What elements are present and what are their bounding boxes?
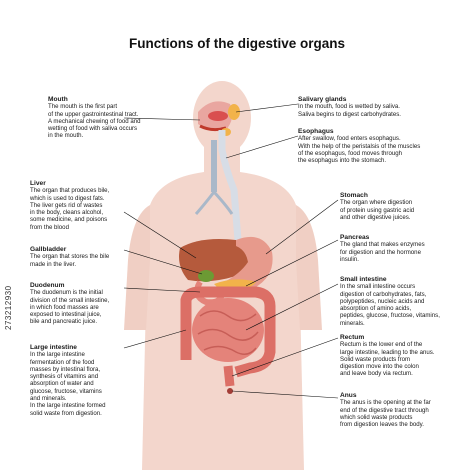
label-liver: Liver The organ that produces bile, whic… [30,180,150,231]
esophagus-tube [194,130,242,241]
label-mouth: Mouth The mouth is the first part of the… [48,96,176,140]
label-gallbladder-heading: Gallbladder [30,246,67,253]
label-gallbladder: Gallbladder The organ that stores the bi… [30,246,150,268]
rectum-organ [223,365,235,387]
label-liver-text: The organ that produces bile, which is u… [30,187,110,231]
stomach-organ [224,236,273,290]
label-anus-text: The anus is the opening at the far end o… [340,399,431,429]
label-mouth-heading: Mouth [48,96,68,103]
label-large-intestine-heading: Large intestine [30,344,77,351]
label-rectum: Rectum Rectum is the lower end of the la… [340,334,472,378]
label-large-intestine: Large intestine In the large intestine f… [30,344,150,417]
label-stomach-text: The organ where digestion of protein usi… [340,199,415,221]
label-esophagus-text: After swallow, food enters esophagus. Wi… [298,135,421,165]
label-salivary-glands: Salivary glands In the mouth, food is we… [298,96,468,118]
label-small-intestine-text: In the small intestine occurs digestion … [340,283,440,327]
label-salivary-glands-text: In the mouth, food is wetted by saliva. … [298,103,401,118]
label-anus: Anus The anus is the opening at the far … [340,392,472,428]
label-stomach: Stomach The organ where digestion of pro… [340,192,470,221]
gallbladder-organ [198,270,214,282]
label-esophagus: Esophagus After swallow, food enters eso… [298,128,470,164]
diagram-title: Functions of the digestive organs [128,36,346,51]
small-intestine-organ [192,298,264,362]
label-small-intestine: Small intestine In the small intestine o… [340,276,472,327]
label-pancreas: Pancreas The gland that makes enzymes fo… [340,234,470,263]
label-mouth-text: The mouth is the first part of the upper… [48,103,141,140]
label-duodenum-heading: Duodenum [30,282,65,289]
label-liver-heading: Liver [30,180,46,187]
label-gallbladder-text: The organ that stores the bile made in t… [30,253,110,268]
mouth-cavity [198,101,233,132]
label-large-intestine-text: In the large intestine fermentation of t… [30,351,106,417]
label-duodenum: Duodenum The duodenum is the initial div… [30,282,150,326]
label-pancreas-text: The gland that makes enzymes for digesti… [340,241,425,263]
anus-organ [227,388,233,394]
label-duodenum-text: The duodenum is the initial division of … [30,289,110,326]
label-small-intestine-heading: Small intestine [340,276,387,283]
stock-id: 273212930 [4,285,13,330]
label-pancreas-heading: Pancreas [340,234,370,241]
label-rectum-heading: Rectum [340,334,365,341]
label-salivary-glands-heading: Salivary glands [298,96,347,103]
label-esophagus-heading: Esophagus [298,128,334,135]
large-intestine-organ [180,286,276,378]
leader-lines [123,103,339,399]
label-stomach-heading: Stomach [340,192,368,199]
label-anus-heading: Anus [340,392,357,399]
label-rectum-text: Rectum is the lower end of the large int… [340,341,435,378]
